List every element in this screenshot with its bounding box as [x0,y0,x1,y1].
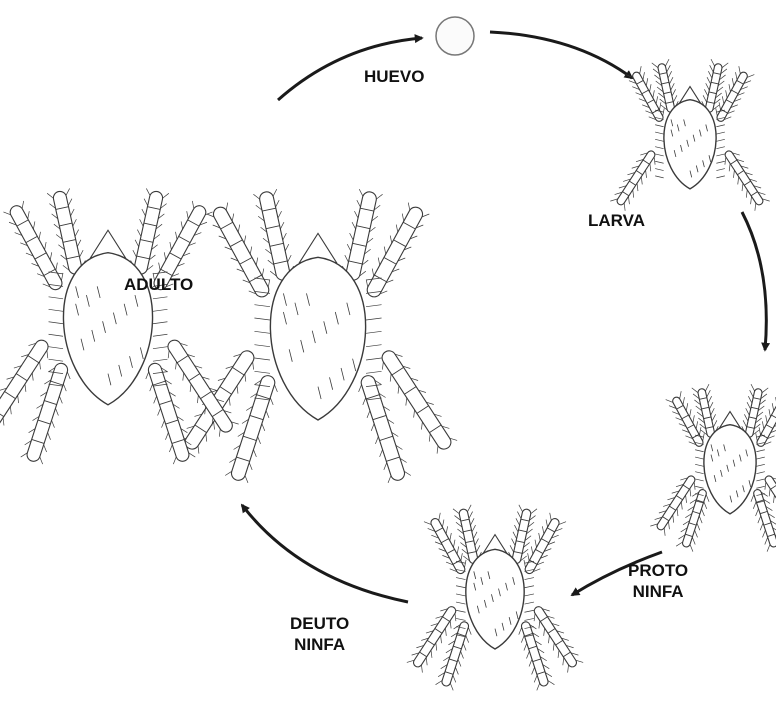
label-deutonymph-line2: NINFA [290,634,349,655]
deutonymph-mite-icon [407,505,583,691]
arrow-larva-to-protonymph [742,212,766,350]
label-deutonymph-line1: DEUTO [290,613,349,634]
label-protonymph-line1: PROTO [628,560,688,581]
label-protonymph: PROTO NINFA [628,560,688,602]
egg-icon [436,17,474,55]
adult-mite-icon [178,189,458,484]
protonymph-mite-icon [650,384,776,551]
label-adult: ADULTO [124,274,193,295]
arrow-egg-to-larva [490,32,632,78]
larva-mite-icon [610,59,769,211]
label-deutonymph: DEUTO NINFA [290,613,349,655]
label-protonymph-line2: NINFA [628,581,688,602]
label-egg: HUEVO [364,66,424,87]
label-larva: LARVA [588,210,645,231]
arrow-deutonymph-to-adult [242,505,408,602]
